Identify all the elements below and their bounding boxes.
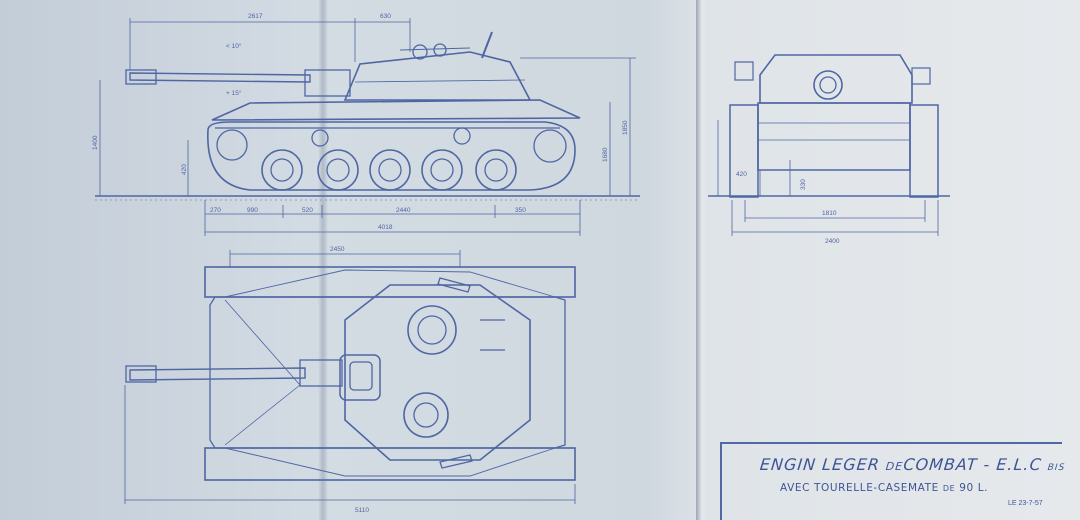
dim-height-left: 1400 <box>92 135 99 150</box>
subtitle-caliber: 90 L. <box>959 482 989 494</box>
top-view <box>124 250 576 504</box>
paper-fold-left <box>318 0 328 520</box>
dim-height-right: 1680 <box>602 147 609 162</box>
dim-top-left: 2617 <box>248 13 263 20</box>
dim-rear-b: 990 <box>247 207 258 214</box>
dim-front-overhang: 350 <box>515 207 526 214</box>
front-view <box>708 54 950 236</box>
paper-fold-right <box>696 0 708 520</box>
dim-front-clear-b: 330 <box>800 179 807 190</box>
dim-length-hull: 4018 <box>378 224 393 231</box>
dim-top-view-top: 2450 <box>330 246 345 253</box>
title-prefix: ENGIN LEGER <box>759 455 881 474</box>
dim-rear-c: 520 <box>302 207 313 214</box>
title-de: DE <box>885 460 904 473</box>
dim-track-center: 2440 <box>396 207 411 214</box>
drawing-date: LE 23-7-57 <box>1008 500 1043 507</box>
drawing-subtitle: AVEC TOURELLE-CASEMATE DE 90 L. <box>780 482 988 494</box>
dim-front-width: 2400 <box>825 238 840 245</box>
dim-front-clear-a: 420 <box>736 171 747 178</box>
side-view <box>95 18 640 236</box>
subtitle-de: DE <box>942 484 956 493</box>
dim-top-mid: 630 <box>380 13 391 20</box>
title-bis: BIS <box>1047 463 1066 473</box>
title-combat: COMBAT <box>902 455 979 474</box>
dim-rear-a: 270 <box>210 207 221 214</box>
dim-angle-1: < 10° <box>226 42 242 50</box>
dim-height-right2: 1850 <box>622 120 629 135</box>
subtitle-prefix: AVEC TOURELLE-CASEMATE <box>780 482 939 494</box>
dim-angle-2: + 15° <box>226 89 242 97</box>
dim-top-view-bottom: 5110 <box>355 507 369 514</box>
dim-clearance: 420 <box>181 164 188 175</box>
title-block <box>720 442 1062 520</box>
title-model: - E.L.C <box>982 455 1043 474</box>
dim-front-track: 1810 <box>822 210 837 217</box>
drawing-title: ENGIN LEGER DECOMBAT - E.L.C BIS <box>759 455 1066 474</box>
